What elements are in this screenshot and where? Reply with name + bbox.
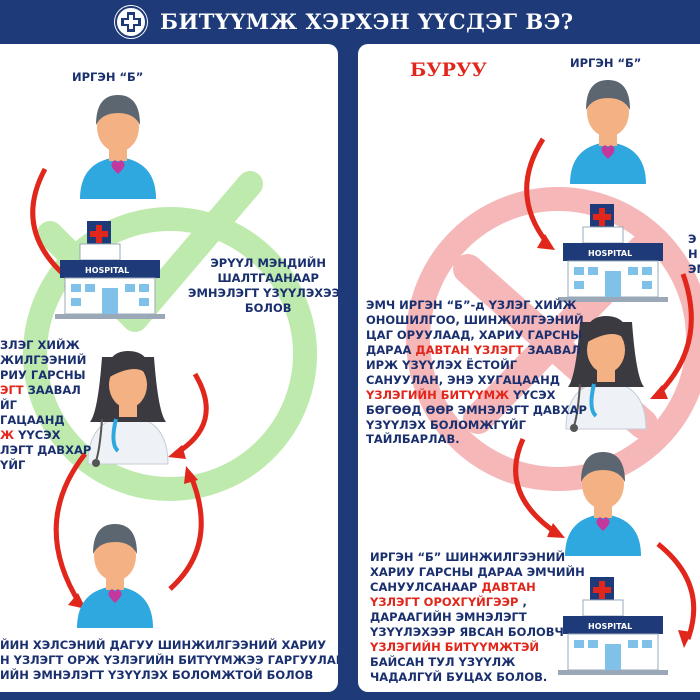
- citizen-b-label: ИРГЭН “Б”: [570, 56, 642, 70]
- doctor-icon: [565, 316, 647, 432]
- hospital-bottom-sign-text: HOSPITAL: [588, 622, 632, 631]
- citizen-b-bottom-person-icon: [77, 524, 153, 628]
- doctor-icon: [87, 351, 169, 467]
- correct-scenario-graphics: HOSPITAL: [23, 95, 317, 628]
- doctor-instruction-text: ЭМЧ ИРГЭН “Б”-д ҮЗЛЭГ ХИЙЖ ОНОШИЛГОО, ШИ…: [366, 298, 587, 447]
- hospital-building-icon: [55, 221, 165, 319]
- flow-arrow-2: [656, 273, 694, 396]
- citizen-b-person-icon: [80, 95, 156, 199]
- hospital-reason-text: ЭРҮҮЛ МЭНДИЙН ШАЛТГААНААР ЭМНЭЛЭГТ ҮЗҮҮЛ…: [188, 256, 338, 315]
- check-circle-shape: [23, 207, 317, 501]
- citizen-b-label: ИРГЭН “Б”: [72, 70, 144, 84]
- flow-arrow-3: [53, 452, 87, 606]
- doctor-instruction-text: ЗЛЭГ ХИЙЖ ЖИЛГЭЭНИЙ РИУ ГАРСНЫ ЭГТ ЗААВА…: [0, 338, 92, 472]
- bottom-outcome-text: ЙИН ХЭЛСЭНИЙ ДАГУУ ШИНЖИЛГЭЭНИЙ ХАРИУ Н …: [0, 638, 338, 682]
- flow-arrow-3: [513, 437, 560, 537]
- wrong-label: БУРУУ: [410, 59, 487, 81]
- hospital-sign-text: HOSPITAL: [85, 266, 129, 275]
- correct-scenario-panel: HOSPITAL ИРГЭН “Б”: [0, 44, 338, 692]
- hospital-side-text: Э Н ЭМНЭ: [688, 232, 700, 276]
- medical-cross-logo-icon: [114, 5, 148, 39]
- citizen-b-bottom-person-icon: [565, 452, 641, 556]
- flow-arrow-1: [524, 137, 550, 246]
- citizen-b-person-icon: [570, 80, 646, 184]
- prohibited-circle-shape: [406, 187, 700, 491]
- wrong-scenario-graphics: HOSPITAL: [406, 80, 700, 675]
- flow-arrow-4: [656, 542, 697, 640]
- flow-arrow-2: [173, 372, 209, 457]
- bottom-outcome-text: ИРГЭН “Б” ШИНЖИЛГЭЭНИЙ ХАРИУ ГАРСНЫ ДАРА…: [370, 550, 585, 684]
- wrong-scenario-panel: HOSPITAL: [358, 44, 700, 692]
- flow-arrow-4: [168, 473, 204, 591]
- hospital-building-icon: [558, 204, 668, 302]
- hospital-bottom-icon: [558, 577, 668, 675]
- header-bar: БИТҮҮМЖ ХЭРХЭН ҮҮСДЭГ ВЭ?: [0, 0, 700, 44]
- page-title: БИТҮҮМЖ ХЭРХЭН ҮҮСДЭГ ВЭ?: [160, 9, 574, 34]
- hospital-sign-text: HOSPITAL: [588, 249, 632, 258]
